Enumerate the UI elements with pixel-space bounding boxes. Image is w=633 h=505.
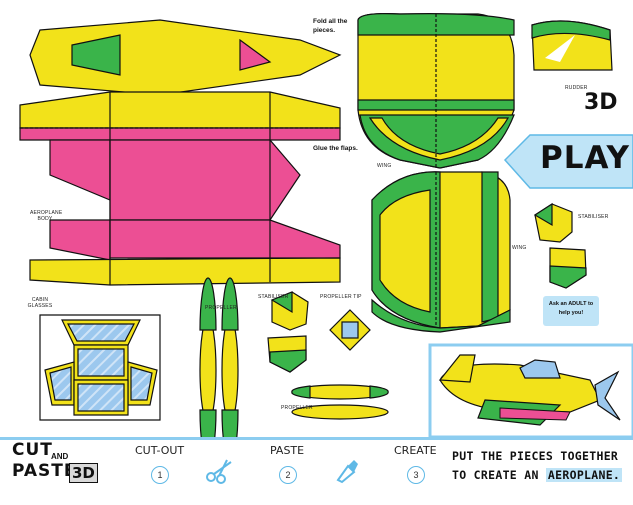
label-propeller-bottom: PROPELLER (281, 405, 313, 411)
badge-3d: 3D (584, 90, 618, 115)
footer-title-paste: PASTE (12, 461, 77, 481)
label-stabiliser-right: STABILISER (578, 214, 609, 220)
instruction-line-1: PUT THE PIECES TOGETHER (452, 449, 619, 463)
glue-note: Glue the flaps. (313, 145, 358, 152)
plane-preview (428, 343, 633, 439)
label-rudder: RUDDER (565, 85, 588, 91)
footer-title-cut: CUT (12, 440, 53, 460)
instruction-highlight-word: AEROPLANE. (545, 468, 623, 482)
footer-title-3d: 3D (69, 463, 98, 483)
adult-note: Ask an ADULT to help you! (543, 296, 599, 326)
fold-note: Fold all the pieces. (313, 18, 348, 34)
propeller-tip-piece (329, 309, 371, 351)
glue-bottle-icon (336, 460, 358, 484)
stabiliser-piece-right (533, 202, 587, 289)
footer-bar (0, 437, 633, 503)
label-cabin-glasses: CABIN GLASSES (27, 297, 53, 309)
instruction-line-2-prefix: TO CREATE AN (452, 468, 539, 482)
label-propeller-top: PROPELLER (205, 305, 237, 311)
label-wing-top: WING (377, 163, 392, 169)
label-aeroplane-body: AEROPLANE BODY (30, 210, 63, 222)
wing-top-piece (357, 13, 515, 169)
body-top-piece (29, 19, 342, 96)
wing-bottom-piece (371, 171, 511, 333)
label-propeller-tip: PROPELLER TIP (320, 294, 362, 300)
stabiliser-piece-left (267, 291, 309, 373)
label-wing-bottom: WING (512, 245, 527, 251)
rudder-piece (531, 20, 613, 71)
play-tag-shape (503, 134, 633, 189)
body-main-piece (19, 91, 341, 286)
step-paste-label: PASTE (270, 444, 305, 457)
play-heading: PLAY (540, 140, 630, 176)
step-create-number: 3 (407, 466, 425, 484)
cabin-glasses-piece (39, 314, 161, 421)
step-create-label: CREATE (394, 444, 437, 457)
scissors-icon (206, 459, 232, 484)
step-cut-label: CUT-OUT (135, 444, 185, 457)
footer-title-and: AND (51, 452, 69, 461)
step-cut-number: 1 (151, 466, 169, 484)
instruction-line-2: TO CREATE AN AEROPLANE. (452, 466, 623, 485)
instruction-text: PUT THE PIECES TOGETHER TO CREATE AN AER… (452, 447, 623, 485)
label-stabiliser-left: STABILISER (258, 294, 289, 300)
step-paste-number: 2 (279, 466, 297, 484)
propeller-blades-horizontal (291, 384, 389, 420)
